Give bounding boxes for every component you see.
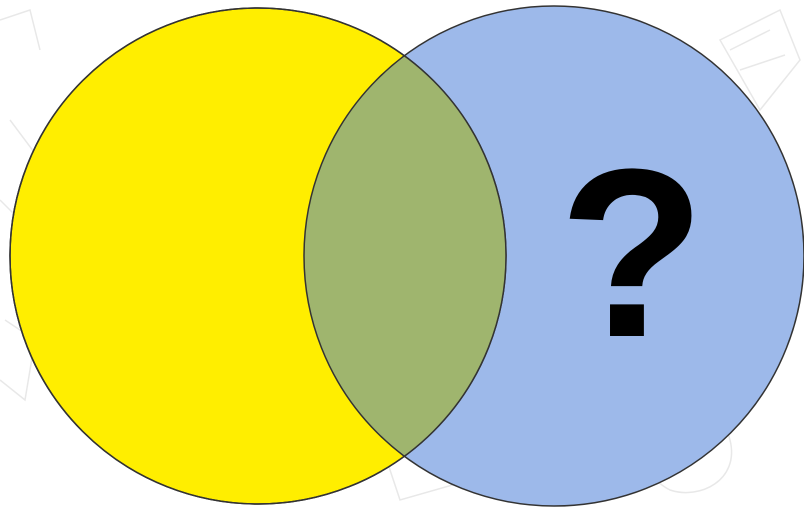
question-mark: ? [559, 119, 706, 387]
